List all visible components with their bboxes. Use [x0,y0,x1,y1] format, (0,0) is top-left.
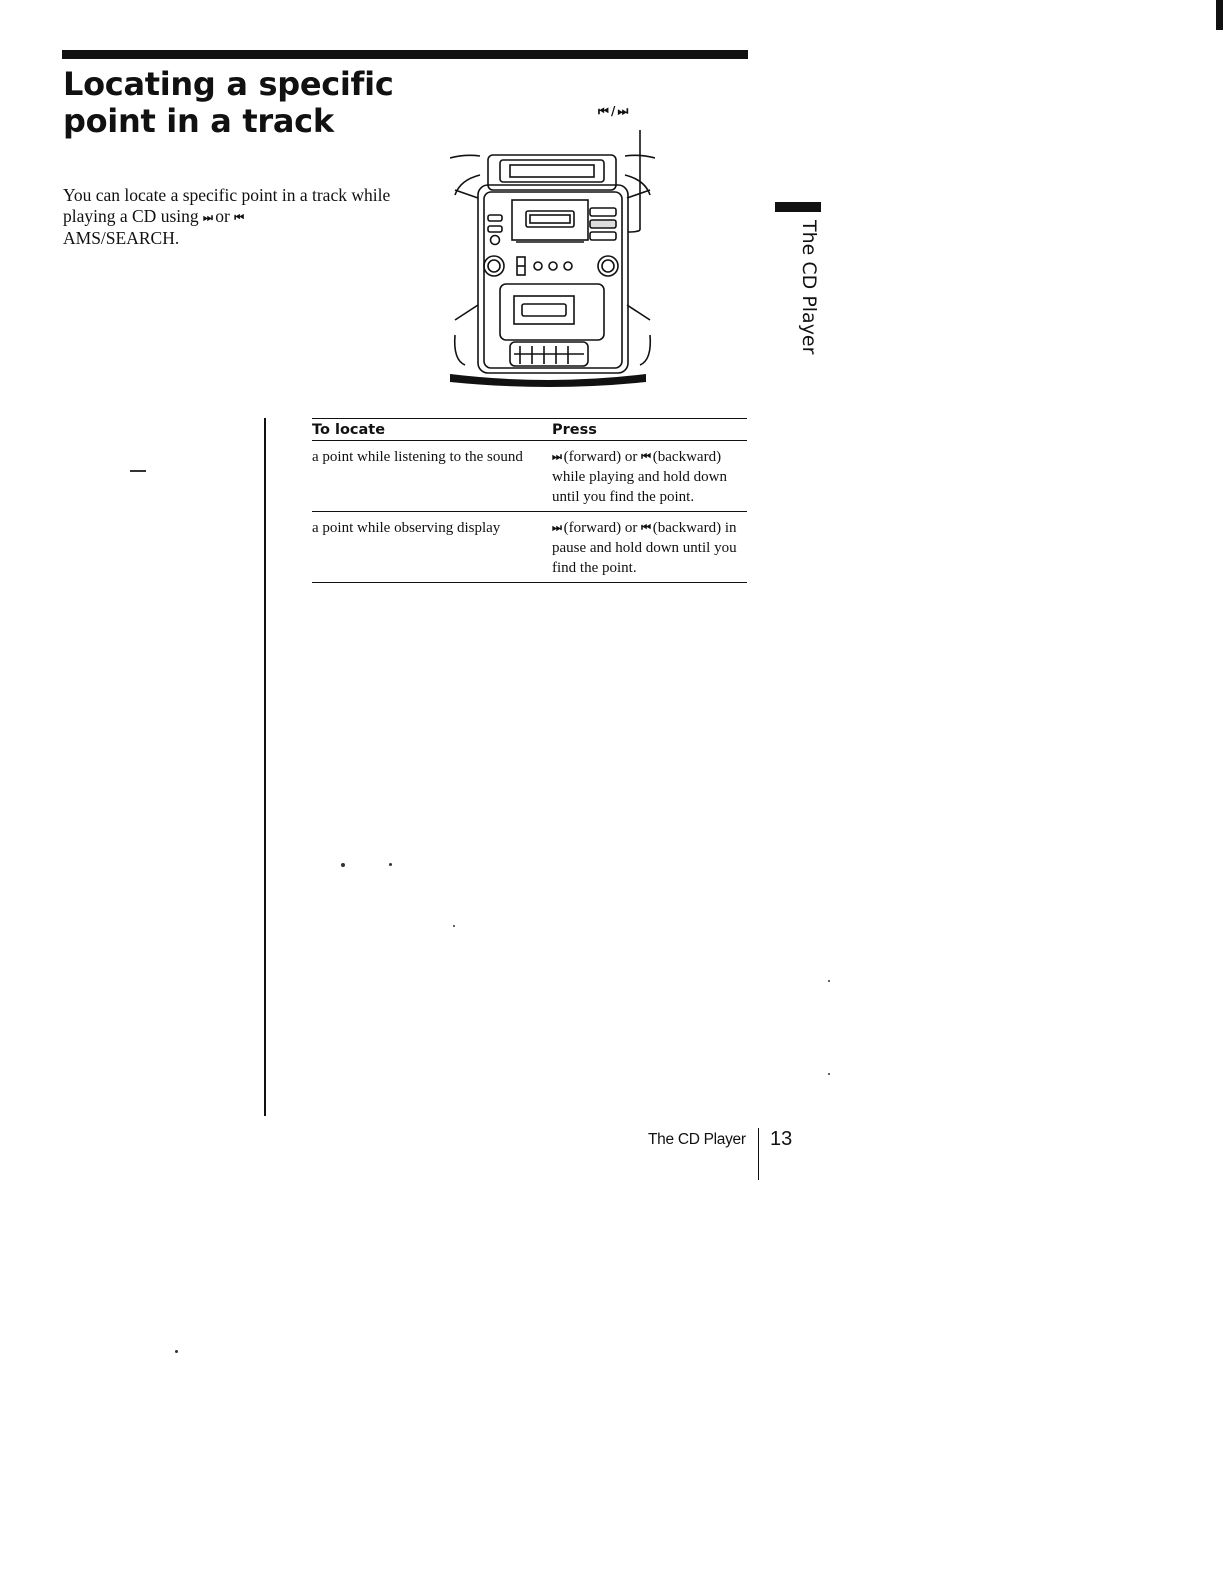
figure-button-label: ⏮ / ⏭ [598,104,628,118]
table-row: a point while listening to the sound ⏭ (… [312,440,747,512]
scan-speck [130,470,146,472]
press-mid-text: (forward) or [563,520,638,536]
table-header-row: To locate Press [312,418,747,441]
header-to-locate: To locate [312,418,552,441]
section-side-label: The CD Player [798,220,820,355]
scan-speck [828,980,830,982]
table-row: a point while observing display ⏭ (forwa… [312,511,747,583]
press-rest-text: (backward) in pause and hold down until … [552,520,737,576]
press-mid-text: (forward) or [563,449,638,465]
page-number: 13 [770,1128,793,1150]
intro-paragraph: You can locate a specific point in a tra… [63,185,393,249]
corner-mark [1216,0,1223,30]
header-press: Press [552,418,747,441]
press-cell: ⏭ (forward) or ⏮ (backward) in pause and… [552,511,747,583]
press-cell: ⏭ (forward) or ⏮ (backward) while playin… [552,440,747,512]
scan-speck [175,1350,178,1353]
locate-cell: a point while listening to the sound [312,440,552,512]
footer-divider [758,1128,759,1180]
scan-speck [341,863,345,867]
press-rest-text: (backward) while playing and hold down u… [552,449,727,505]
next-track-icon: ⏭ [203,210,213,224]
intro-text-1: You can locate a specific point in a tra… [63,185,391,226]
previous-track-icon: ⏮ [234,210,244,224]
previous-track-icon: ⏮ [641,521,651,534]
locate-cell: a point while observing display [312,511,552,583]
next-track-icon: ⏭ [552,521,562,534]
column-rule [264,418,266,1116]
top-rule [62,50,748,59]
page-title: Locating a specific point in a track [63,65,394,140]
scan-speck [828,1073,830,1075]
scan-speck [453,925,455,927]
scan-speck [389,863,392,866]
section-tab-marker [775,202,821,212]
footer-section-title: The CD Player [648,1131,746,1148]
next-track-icon: ⏭ [552,450,562,463]
intro-text-or: or [215,205,230,226]
intro-text-2: AMS/SEARCH. [63,228,180,248]
cd-radio-cassette-player-icon [450,130,655,387]
previous-track-icon: ⏮ [641,450,651,463]
locate-table: To locate Press a point while listening … [312,418,747,583]
